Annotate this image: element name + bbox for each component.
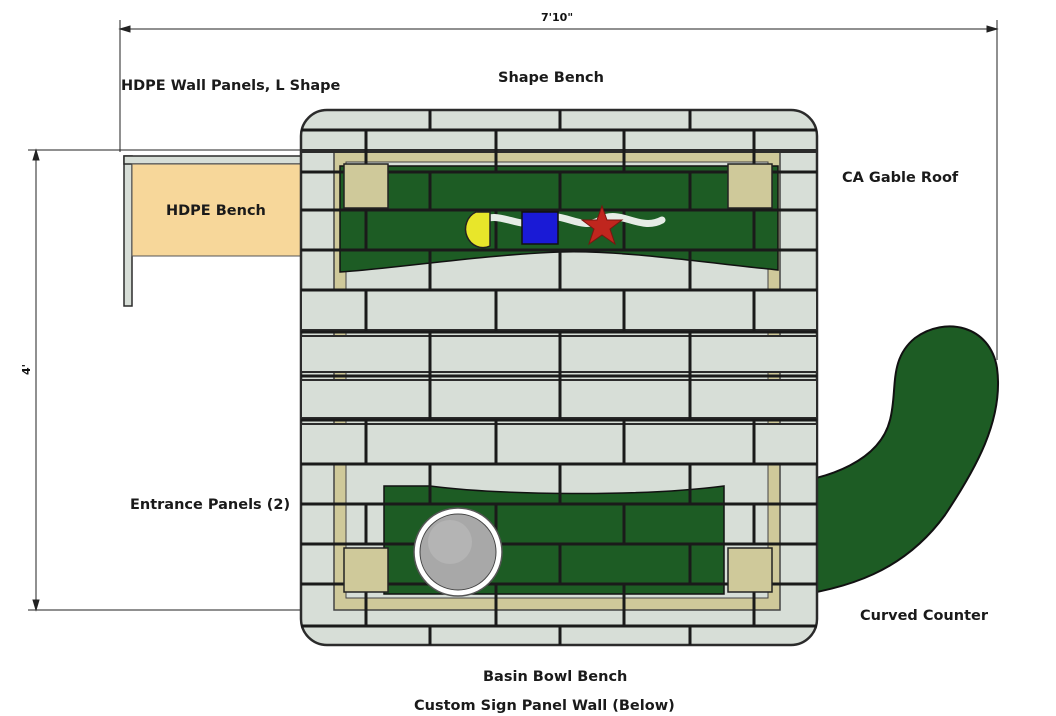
entrance-panels-label: Entrance Panels (2) bbox=[130, 497, 291, 513]
curved-counter bbox=[777, 325, 999, 600]
roof-panel-lines bbox=[301, 110, 817, 645]
blue-square-icon bbox=[521, 211, 559, 245]
sign-wall-label: Custom Sign Panel Wall (Below) bbox=[414, 698, 675, 714]
hdpe-bench bbox=[131, 163, 305, 257]
basin-bowl bbox=[413, 507, 503, 597]
wall-panels-label: HDPE Wall Panels, L Shape bbox=[121, 78, 341, 94]
basin-bench-label: Basin Bowl Bench bbox=[483, 669, 628, 685]
depth-dimension-line bbox=[28, 148, 330, 612]
width-dimension-label: 7'10" bbox=[541, 11, 574, 24]
corner-posts bbox=[343, 163, 773, 593]
shape-bench-label: Shape Bench bbox=[498, 70, 604, 86]
yellow-circle-icon bbox=[464, 211, 491, 249]
wavy-line-icon bbox=[474, 213, 666, 227]
gable-roof-label: CA Gable Roof bbox=[842, 170, 959, 186]
curved-counter-label: Curved Counter bbox=[860, 608, 988, 624]
depth-dimension-label: 4' bbox=[20, 363, 33, 375]
hdpe-bench-label: HDPE Bench bbox=[166, 203, 266, 219]
width-dimension-line bbox=[118, 20, 999, 360]
red-star-icon bbox=[580, 204, 624, 246]
